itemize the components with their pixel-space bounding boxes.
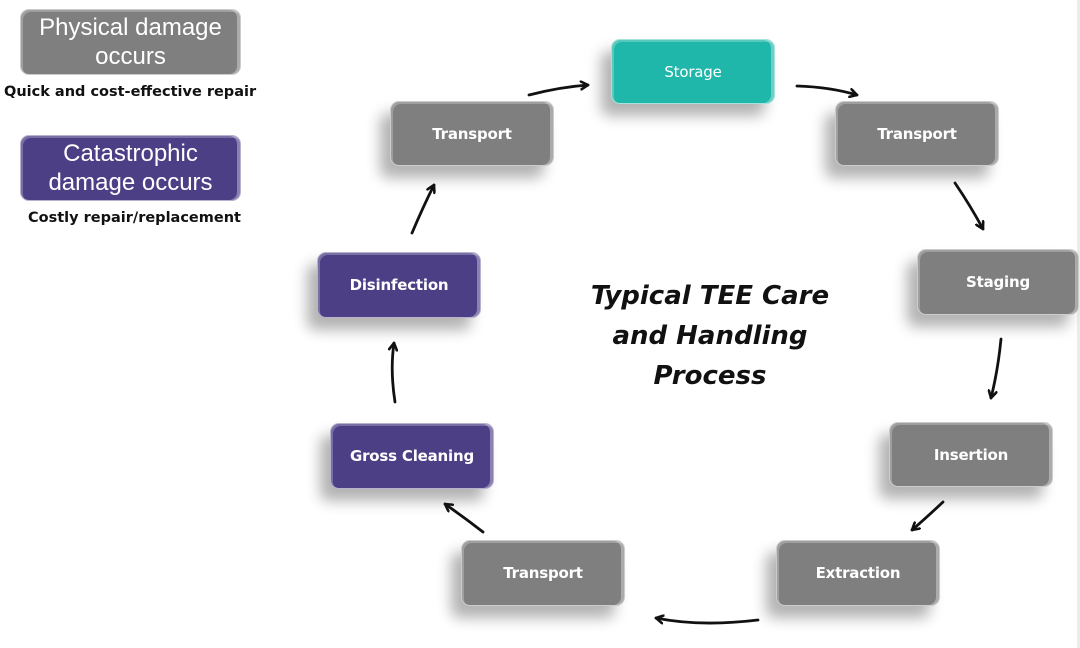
arrow-transport-1-to-staging <box>953 181 983 231</box>
legend-physical-damage-caption: Quick and cost-effective repair <box>4 84 257 100</box>
legend-physical-damage-label: Physical damage occurs <box>39 14 222 70</box>
node-gross-cleaning-label: Gross Cleaning <box>350 447 474 465</box>
node-extraction-label: Extraction <box>815 564 901 582</box>
node-gross-cleaning: Gross Cleaning <box>330 423 494 489</box>
arrow-transport-2-to-gross-cleaning <box>443 502 485 534</box>
legend-catastrophic-damage: Catastrophic damage occurs <box>20 135 241 201</box>
arrow-insertion-to-extraction <box>910 500 945 532</box>
node-transport-1-label: Transport <box>877 124 957 143</box>
node-staging: Staging <box>917 249 1079 315</box>
arrow-staging-to-insertion <box>991 337 1003 400</box>
node-disinfection-label: Disinfection <box>349 276 449 294</box>
node-storage: Storage <box>611 39 775 104</box>
node-disinfection: Disinfection <box>317 252 481 318</box>
slide-edge <box>1077 0 1080 648</box>
diagram-title: Typical TEE Care and Handling Process <box>590 281 830 391</box>
node-storage-label: Storage <box>664 62 722 81</box>
node-transport-1: Transport <box>835 101 999 166</box>
legend-catastrophic-damage-label: Catastrophic damage occurs <box>48 140 213 196</box>
node-transport-3-label: Transport <box>432 124 512 143</box>
node-transport-2: Transport <box>461 540 625 606</box>
arrow-storage-to-transport-1 <box>795 84 859 95</box>
legend-catastrophic-damage-caption: Costly repair/replacement <box>28 210 241 226</box>
arrow-gross-cleaning-to-disinfection <box>392 341 395 404</box>
arrow-extraction-to-transport-2 <box>654 618 760 623</box>
node-insertion-label: Insertion <box>933 445 1009 464</box>
arrow-transport-3-to-storage <box>527 85 590 97</box>
node-extraction: Extraction <box>776 540 940 606</box>
node-staging-label: Staging <box>966 273 1030 291</box>
node-transport-2-label: Transport <box>503 564 583 582</box>
node-transport-3: Transport <box>390 101 554 166</box>
legend-physical-damage: Physical damage occurs <box>20 9 241 75</box>
node-insertion: Insertion <box>889 422 1053 487</box>
arrow-disinfection-to-transport-3 <box>410 183 434 235</box>
